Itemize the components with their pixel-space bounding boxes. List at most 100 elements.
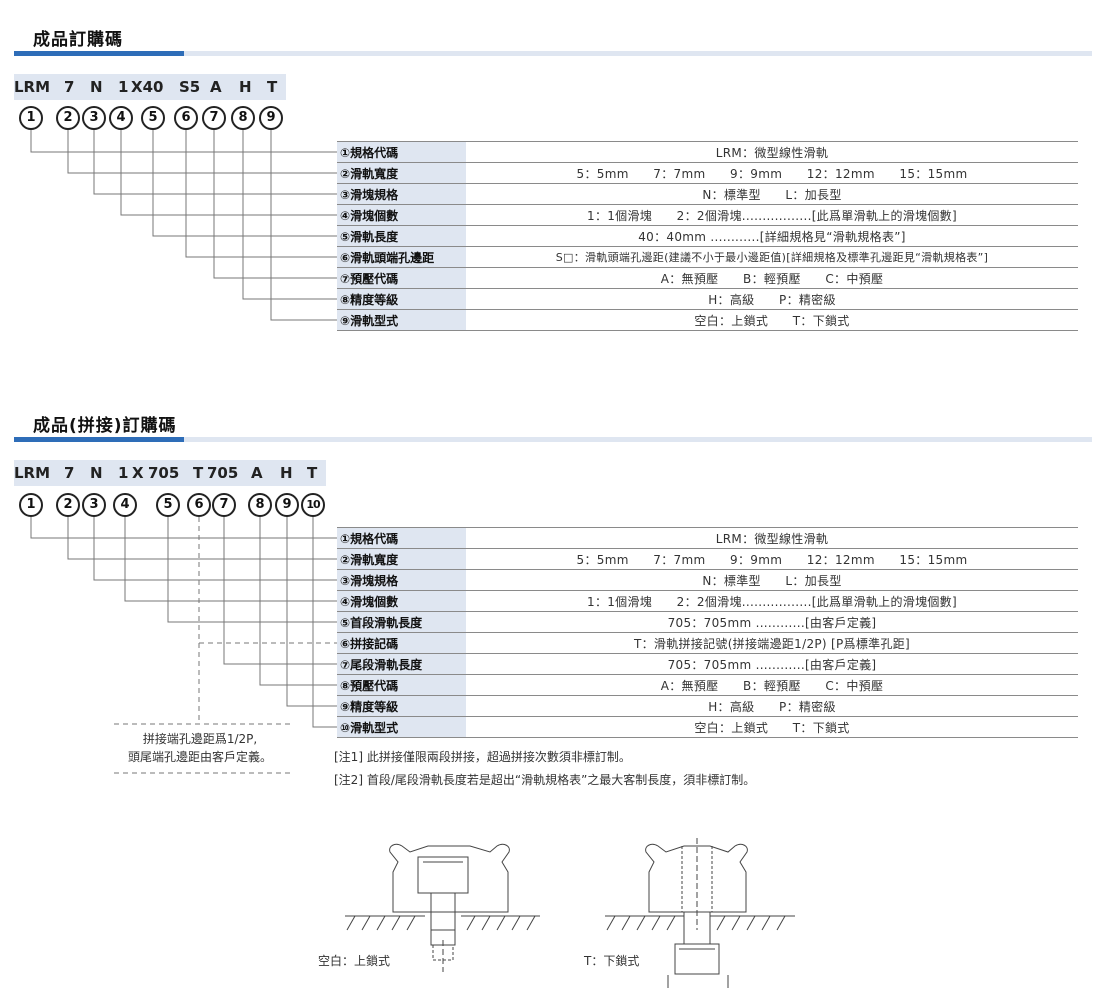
section1-title-bar bbox=[14, 51, 1092, 56]
row-key: ⑦尾段滑軌長度 bbox=[337, 653, 466, 675]
code-segment: 7 bbox=[64, 464, 75, 482]
row-key: ⑨滑軌型式 bbox=[337, 309, 466, 331]
row-value: N：標準型 L：加長型 bbox=[466, 569, 1078, 591]
row-key: ④滑塊個數 bbox=[337, 590, 466, 612]
row-key: ⑤首段滑軌長度 bbox=[337, 611, 466, 633]
row-key: ①規格代碼 bbox=[337, 527, 466, 549]
marker-3: 3 bbox=[82, 106, 106, 130]
row-key: ⑧預壓代碼 bbox=[337, 674, 466, 696]
row-value: N：標準型 L：加長型 bbox=[466, 183, 1078, 205]
row-value: 5：5mm 7：7mm 9：9mm 12：12mm 15：15mm bbox=[466, 548, 1078, 570]
row-value: H：高級 P：精密級 bbox=[466, 695, 1078, 717]
marker-1: 1 bbox=[19, 493, 43, 517]
row-value: 40：40mm ............[詳細規格見“滑軌規格表”] bbox=[466, 225, 1078, 247]
row-value: 705：705mm ............[由客戶定義] bbox=[466, 653, 1078, 675]
row-value: LRM：微型線性滑軌 bbox=[466, 141, 1078, 163]
code-segment: 7 bbox=[64, 78, 75, 96]
table-row: ⑨滑軌型式空白：上鎖式 T：下鎖式 bbox=[337, 309, 1078, 331]
row-key: ②滑軌寬度 bbox=[337, 162, 466, 184]
section2-title-bar bbox=[14, 437, 1092, 442]
marker-6: 6 bbox=[187, 493, 211, 517]
row-key: ②滑軌寬度 bbox=[337, 548, 466, 570]
code-segment: T bbox=[193, 464, 204, 482]
row-key: ④滑塊個數 bbox=[337, 204, 466, 226]
row-key: ①規格代碼 bbox=[337, 141, 466, 163]
bottom-lock-label: T：下鎖式 bbox=[584, 954, 640, 968]
code-segment: N bbox=[90, 464, 103, 482]
row-key: ⑩滑軌型式 bbox=[337, 716, 466, 738]
code-segment: T bbox=[267, 78, 278, 96]
marker-4: 4 bbox=[113, 493, 137, 517]
code-segment: H bbox=[239, 78, 252, 96]
code-segment: H bbox=[280, 464, 293, 482]
row-key: ③滑塊規格 bbox=[337, 569, 466, 591]
marker-1: 1 bbox=[19, 106, 43, 130]
section2-order-code: LRM 7 N 1 X 705 T 705 A H T bbox=[14, 460, 326, 486]
row-value: 705：705mm ............[由客戶定義] bbox=[466, 611, 1078, 633]
row-value: A：無預壓 B：輕預壓 C：中預壓 bbox=[466, 674, 1078, 696]
row-key: ⑦預壓代碼 bbox=[337, 267, 466, 289]
note-2: [注2] 首段/尾段滑軌長度若是超出“滑軌規格表”之最大客制長度，須非標訂制。 bbox=[334, 773, 756, 787]
row-key: ③滑塊規格 bbox=[337, 183, 466, 205]
code-segment: 1 bbox=[118, 78, 129, 96]
code-segment: 1 bbox=[118, 464, 129, 482]
code-segment: 705 bbox=[207, 464, 239, 482]
note-1: [注1] 此拼接僅限兩段拼接，超過拼接次數須非標訂制。 bbox=[334, 750, 631, 764]
section1-order-code: LRM 7 N 1 X40 S5 A H T bbox=[14, 74, 286, 100]
row-key: ⑥拼接記碼 bbox=[337, 632, 466, 654]
row-value: A：無預壓 B：輕預壓 C：中預壓 bbox=[466, 267, 1078, 289]
code-segment: A bbox=[251, 464, 263, 482]
side-note-line: 頭尾端孔邊距由客戶定義。 bbox=[127, 750, 272, 764]
code-segment: X40 bbox=[131, 78, 164, 96]
row-value: 空白：上鎖式 T：下鎖式 bbox=[466, 716, 1078, 738]
marker-6: 6 bbox=[174, 106, 198, 130]
top-lock-diagram bbox=[345, 843, 540, 972]
marker-2: 2 bbox=[56, 493, 80, 517]
code-segment: LRM bbox=[14, 464, 51, 482]
marker-5: 5 bbox=[156, 493, 180, 517]
bottom-lock-diagram bbox=[605, 838, 795, 988]
section1-title: 成品訂購碼 bbox=[33, 30, 123, 50]
code-segment: S5 bbox=[179, 78, 201, 96]
marker-9: 9 bbox=[275, 493, 299, 517]
marker-7: 7 bbox=[202, 106, 226, 130]
code-segment: A bbox=[210, 78, 222, 96]
splice-side-note: 拼接端孔邊距爲1/2P, 頭尾端孔邊距由客戶定義。 bbox=[110, 730, 290, 766]
row-value: 空白：上鎖式 T：下鎖式 bbox=[466, 309, 1078, 331]
marker-3: 3 bbox=[82, 493, 106, 517]
top-lock-label: 空白：上鎖式 bbox=[318, 954, 391, 968]
marker-7: 7 bbox=[212, 493, 236, 517]
row-value: T：滑軌拼接記號(拼接端邊距1/2P) [P爲標準孔距] bbox=[466, 632, 1078, 654]
row-value: 1：1個滑塊 2：2個滑塊.................[此爲單滑軌上的滑塊… bbox=[466, 590, 1078, 612]
row-value: S□：滑軌頭端孔邊距(建議不小于最小邊距值)[詳細規格及標準孔邊距見“滑軌規格表… bbox=[466, 246, 1078, 268]
code-segment: LRM bbox=[14, 78, 51, 96]
row-value: 5：5mm 7：7mm 9：9mm 12：12mm 15：15mm bbox=[466, 162, 1078, 184]
marker-10: 10 bbox=[301, 493, 325, 517]
row-key: ⑧精度等級 bbox=[337, 288, 466, 310]
marker-4: 4 bbox=[109, 106, 133, 130]
side-note-line: 拼接端孔邊距爲1/2P, bbox=[142, 732, 258, 746]
marker-8: 8 bbox=[231, 106, 255, 130]
marker-5: 5 bbox=[141, 106, 165, 130]
row-key: ⑥滑軌頭端孔邊距 bbox=[337, 246, 466, 268]
row-value: H：高級 P：精密級 bbox=[466, 288, 1078, 310]
code-segment: 705 bbox=[148, 464, 180, 482]
code-segment: X bbox=[132, 464, 144, 482]
